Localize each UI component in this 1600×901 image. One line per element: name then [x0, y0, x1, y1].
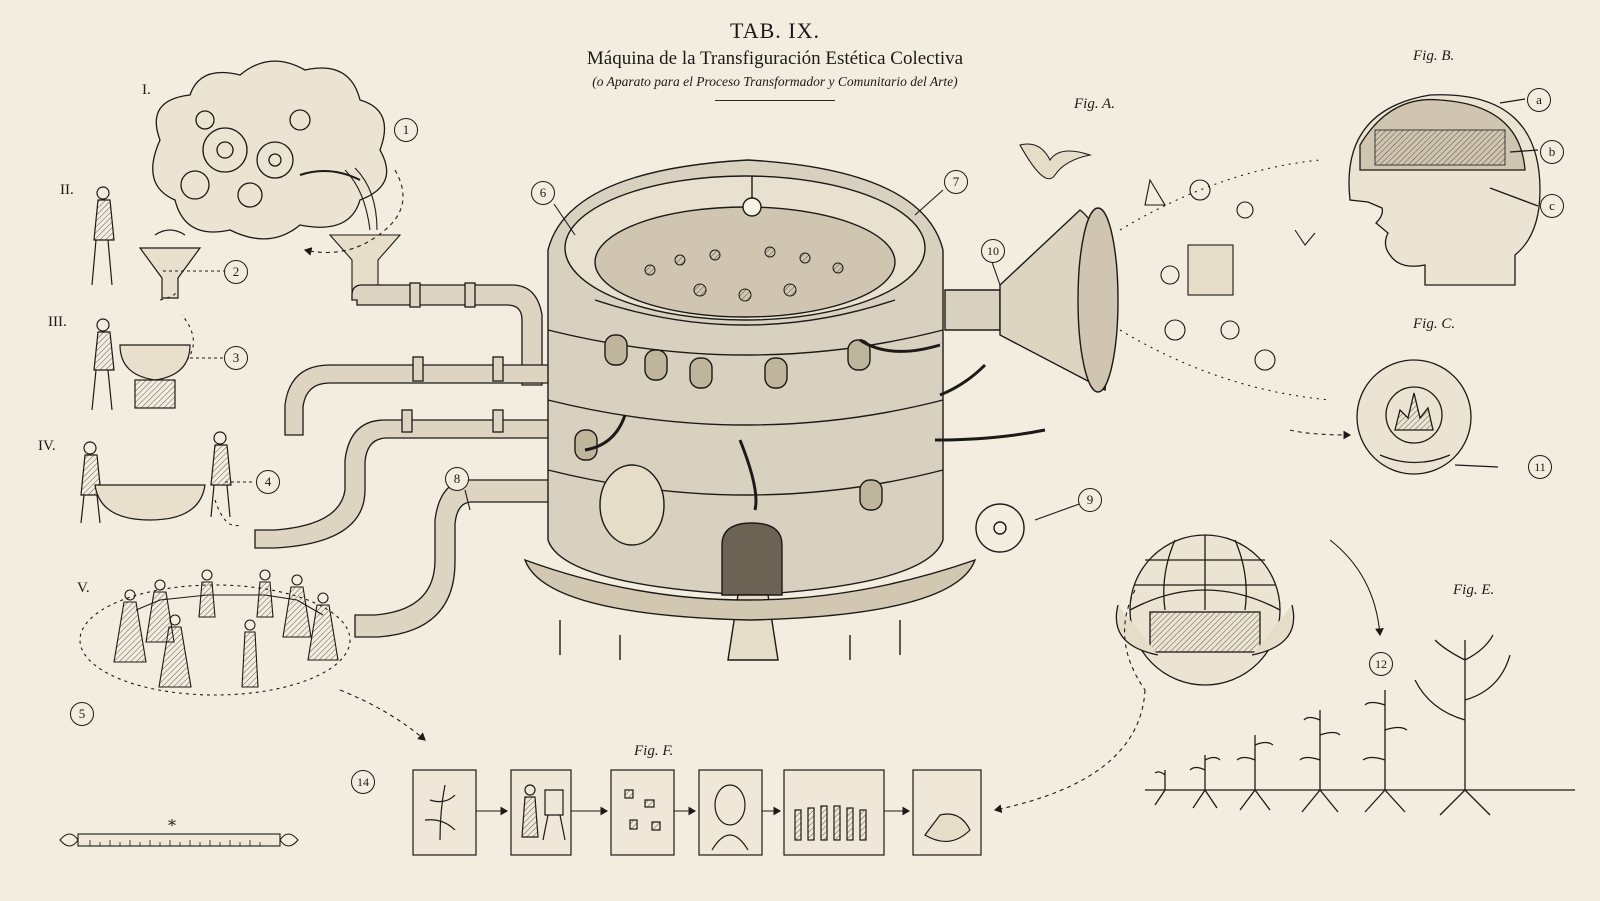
step-label-ii: II.	[60, 182, 74, 198]
scale-bar	[59, 833, 299, 847]
step-two-illustration	[91, 186, 202, 299]
step-three-illustration	[91, 318, 191, 411]
fig-f-panels	[412, 769, 982, 856]
plate-title: Máquina de la Transfiguración Estética C…	[586, 48, 964, 69]
callout-6: 6	[531, 181, 555, 205]
fig-c-label: Fig. C.	[1413, 316, 1456, 332]
step-label-iii: III.	[48, 314, 67, 330]
fig-e-label: Fig. E.	[1453, 582, 1495, 598]
fig-a-label: Fig. A.	[1074, 96, 1115, 112]
callout-8: 8	[445, 467, 469, 491]
title-divider	[715, 100, 835, 101]
fig-f-label: Fig. F.	[634, 743, 674, 759]
dancer	[198, 569, 216, 618]
dancer	[256, 569, 274, 618]
callout-5: 5	[70, 702, 94, 726]
step-label-v: V.	[77, 580, 90, 596]
callout-12: 12	[1369, 652, 1393, 676]
step-label-i: I.	[142, 82, 151, 98]
pour-stream	[328, 167, 402, 301]
step-four-illustration	[80, 431, 232, 524]
callout-11: 11	[1528, 455, 1552, 479]
callout-7: 7	[944, 170, 968, 194]
callout-14: 14	[351, 770, 375, 794]
fig-c-globe	[1356, 359, 1499, 475]
side-pipes	[254, 356, 561, 638]
callout-3: 3	[224, 346, 248, 370]
transfiguration-machine	[523, 159, 1046, 661]
plate-number: TAB. IX.	[730, 18, 820, 43]
head-callout-b: b	[1540, 140, 1564, 164]
step-five-dancers	[79, 569, 351, 696]
callout-1: 1	[394, 118, 418, 142]
fig-e-seedlings	[1145, 634, 1575, 816]
idea-cloud-illustration	[152, 60, 388, 240]
fig-b-head	[1348, 94, 1541, 286]
step-label-iv: IV.	[38, 438, 56, 454]
dancer	[241, 619, 259, 688]
dancer	[158, 614, 192, 688]
output-horn	[944, 207, 1119, 393]
head-callout-a: a	[1527, 88, 1551, 112]
community-sphere	[1115, 534, 1295, 686]
callout-4: 4	[256, 470, 280, 494]
head-callout-c: c	[1540, 194, 1564, 218]
callout-2: 2	[224, 260, 248, 284]
scale-marker: *	[168, 816, 176, 835]
dancer	[113, 589, 147, 663]
flying-art-objects	[1019, 143, 1331, 401]
plate-subtitle: (o Aparato para el Proceso Transformador…	[592, 74, 958, 89]
callout-9: 9	[1078, 488, 1102, 512]
process-arrows	[159, 169, 1384, 816]
title-block: TAB. IX. Máquina de la Transfiguración E…	[525, 18, 1025, 101]
dancer	[307, 592, 339, 661]
dancer	[282, 574, 312, 638]
fig-b-label: Fig. B.	[1413, 48, 1455, 64]
callout-10: 10	[981, 239, 1005, 263]
